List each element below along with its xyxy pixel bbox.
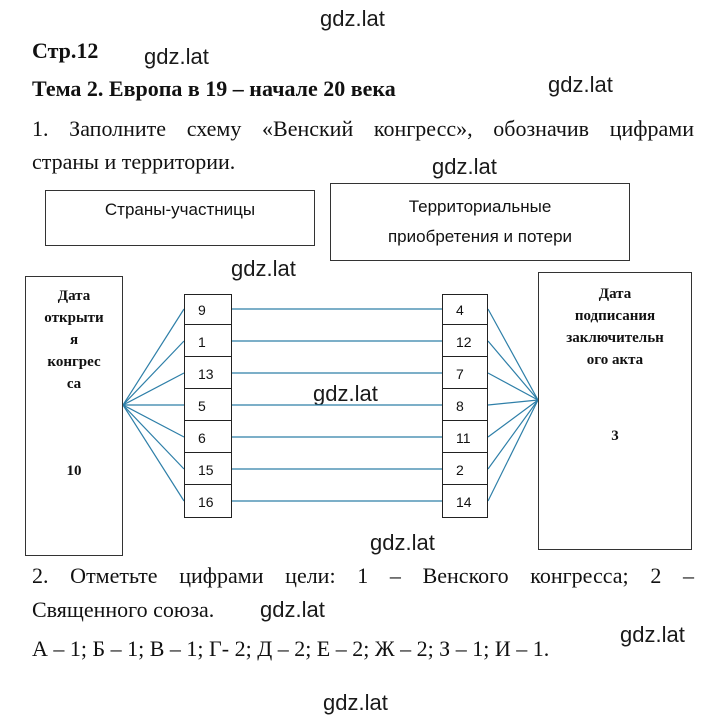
participant-cell-5: 6 [185, 423, 231, 453]
watermark: gdz.lat [370, 530, 435, 555]
connector-line [122, 404, 185, 470]
connector-line [487, 399, 539, 438]
opening-date-box: Дата открыти я конгрес са 10 [25, 276, 123, 556]
topic-title: Тема 2. Европа в 19 – начале 20 века [32, 76, 396, 101]
task1-line1: 1. Заполните схему «Венский конгресс», о… [32, 116, 694, 141]
territory-cell-7: 14 [456, 494, 472, 510]
task2-line2: Священного союза. [32, 597, 215, 622]
territory-cell-2: 12 [443, 327, 487, 357]
opening-date-label-1: Дата [57, 288, 91, 304]
connector-line [487, 340, 539, 401]
opening-date-label-5: са [66, 376, 82, 392]
connector-line [122, 404, 185, 502]
connector-line [487, 399, 539, 502]
final-act-label-3: заключительн [566, 330, 664, 346]
participants-box: Страны-участницы [45, 190, 315, 246]
opening-date-label-3: я [69, 332, 79, 348]
participants-label: Страны-участницы [104, 200, 256, 219]
task2-line1: 2. Отметьте цифрами цели: 1 – Венского к… [32, 563, 694, 588]
final-act-label-2: подписания [574, 308, 656, 324]
territory-cell-1: 4 [443, 295, 487, 325]
watermark: gdz.lat [620, 622, 685, 647]
territory-cell-6: 2 [443, 455, 487, 485]
territory-cell-3: 7 [443, 359, 487, 389]
territory-cell-5: 11 [443, 423, 487, 453]
watermark: gdz.lat [313, 381, 378, 406]
territories-column: 4 12 7 8 11 2 14 [442, 294, 488, 518]
participant-cell-1: 9 [185, 295, 231, 325]
connector-line [122, 308, 185, 406]
watermark: gdz.lat [320, 6, 385, 31]
territory-cell-4: 8 [443, 391, 487, 421]
participants-column: 9 1 13 5 6 15 16 [184, 294, 232, 518]
final-act-value: 3 [611, 428, 619, 444]
watermark: gdz.lat [432, 154, 497, 179]
opening-date-value: 10 [66, 463, 82, 479]
territories-box: Территориальные приобретения и потери [330, 183, 630, 261]
connector-line [122, 372, 185, 406]
opening-date-label-4: конгрес [47, 354, 101, 370]
connector-line [487, 399, 539, 406]
watermark: gdz.lat [323, 690, 388, 715]
participant-cell-2: 1 [185, 327, 231, 357]
territories-label-line2: приобретения и потери [387, 227, 573, 246]
final-act-date-box: Дата подписания заключительн ого акта 3 [538, 272, 692, 550]
participant-cell-3: 13 [185, 359, 231, 389]
participant-cell-7: 16 [198, 494, 214, 510]
watermark: gdz.lat [260, 597, 325, 622]
participant-cell-6: 15 [185, 455, 231, 485]
watermark: gdz.lat [231, 256, 296, 281]
territories-label-line1: Территориальные [408, 197, 552, 216]
connector-line [487, 399, 539, 470]
connector-line [487, 372, 539, 401]
final-act-label-1: Дата [598, 286, 632, 302]
connector-line [122, 404, 185, 438]
final-act-label-4: ого акта [586, 352, 644, 368]
task1-line2: страны и территории. [32, 149, 236, 174]
participant-cell-4: 5 [185, 391, 231, 421]
connector-line [487, 308, 539, 401]
task2-answer: А – 1; Б – 1; В – 1; Г- 2; Д – 2; Е – 2;… [32, 636, 550, 661]
page-reference: Стр.12 [32, 38, 99, 63]
opening-date-label-2: открыти [44, 310, 104, 326]
watermark: gdz.lat [144, 44, 209, 69]
watermark: gdz.lat [548, 72, 613, 97]
connector-line [122, 340, 185, 406]
